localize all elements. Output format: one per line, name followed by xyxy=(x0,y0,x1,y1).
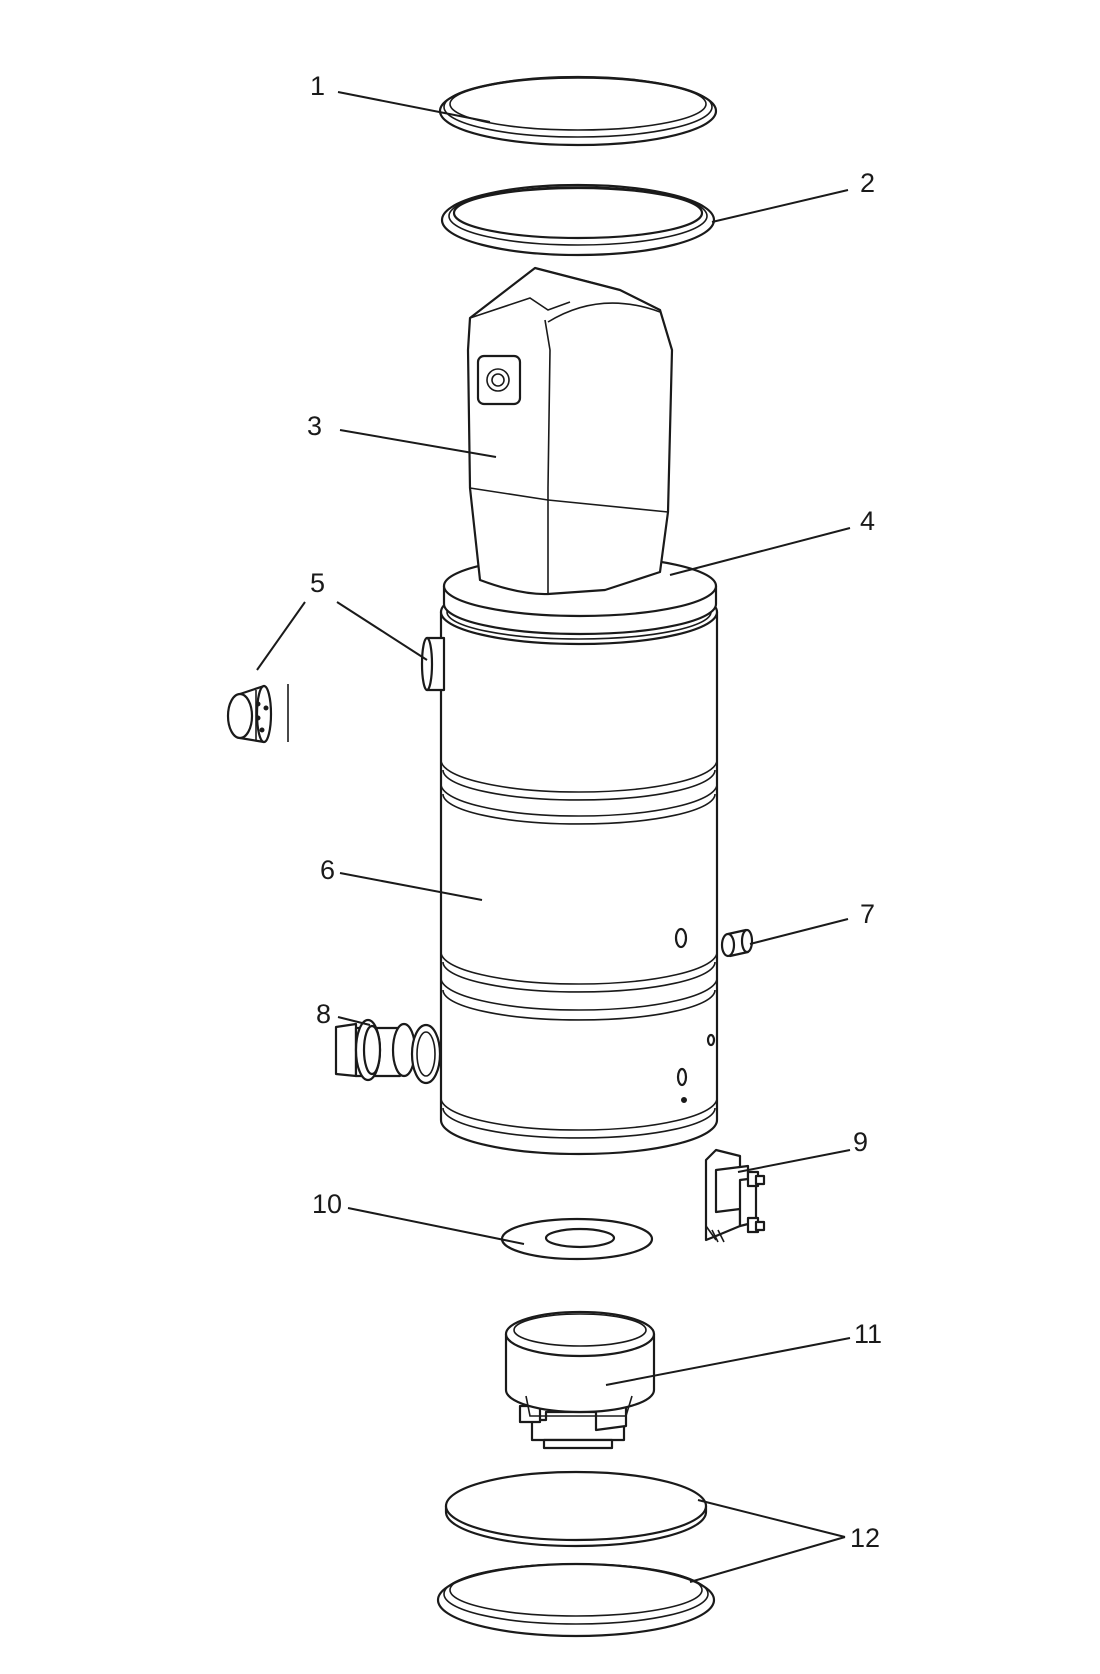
leader-lines xyxy=(256,91,851,1583)
callout-8: 8 xyxy=(316,999,331,1029)
leader-2 xyxy=(711,189,849,223)
callout-9: 9 xyxy=(853,1127,868,1157)
part-1-top-cover xyxy=(438,75,718,147)
part-10-gasket-disc xyxy=(500,1217,654,1261)
leader-3 xyxy=(339,429,497,458)
leader-9 xyxy=(737,1149,851,1173)
leader-10 xyxy=(347,1207,525,1245)
callout-12: 12 xyxy=(850,1523,880,1553)
part-12-base-ring xyxy=(436,1562,716,1638)
part-12-base-disc xyxy=(444,1470,708,1548)
callout-3: 3 xyxy=(307,411,322,441)
leader-5b xyxy=(256,601,306,671)
callout-6: 6 xyxy=(320,855,335,885)
part-3-motor-hood xyxy=(466,266,674,596)
part-7-knob xyxy=(720,928,754,958)
part-2-gasket-ring xyxy=(440,183,716,257)
leader-12a xyxy=(697,1499,846,1538)
part-8-elbow-connector xyxy=(334,1018,442,1085)
part-5-inlet-fitting xyxy=(226,684,289,744)
part-6-canister-body xyxy=(420,578,719,1156)
leader-8 xyxy=(337,1016,371,1026)
leader-7 xyxy=(749,918,849,945)
callout-labels: 1 2 3 4 5 6 7 8 9 10 11 12 xyxy=(307,71,882,1553)
part-11-motor xyxy=(504,1310,656,1450)
leader-12b xyxy=(689,1536,846,1583)
callout-5: 5 xyxy=(310,568,325,598)
callout-10: 10 xyxy=(312,1189,342,1219)
part-9-terminal-block xyxy=(704,1148,766,1243)
leader-1 xyxy=(337,91,491,123)
leader-5a xyxy=(336,601,428,661)
leader-11 xyxy=(605,1337,851,1386)
callout-1: 1 xyxy=(310,71,325,101)
callout-11: 11 xyxy=(854,1319,882,1349)
leader-6 xyxy=(339,872,483,901)
callout-7: 7 xyxy=(860,899,875,929)
callout-4: 4 xyxy=(860,506,875,536)
leader-4 xyxy=(669,527,851,576)
callout-2: 2 xyxy=(860,168,875,198)
